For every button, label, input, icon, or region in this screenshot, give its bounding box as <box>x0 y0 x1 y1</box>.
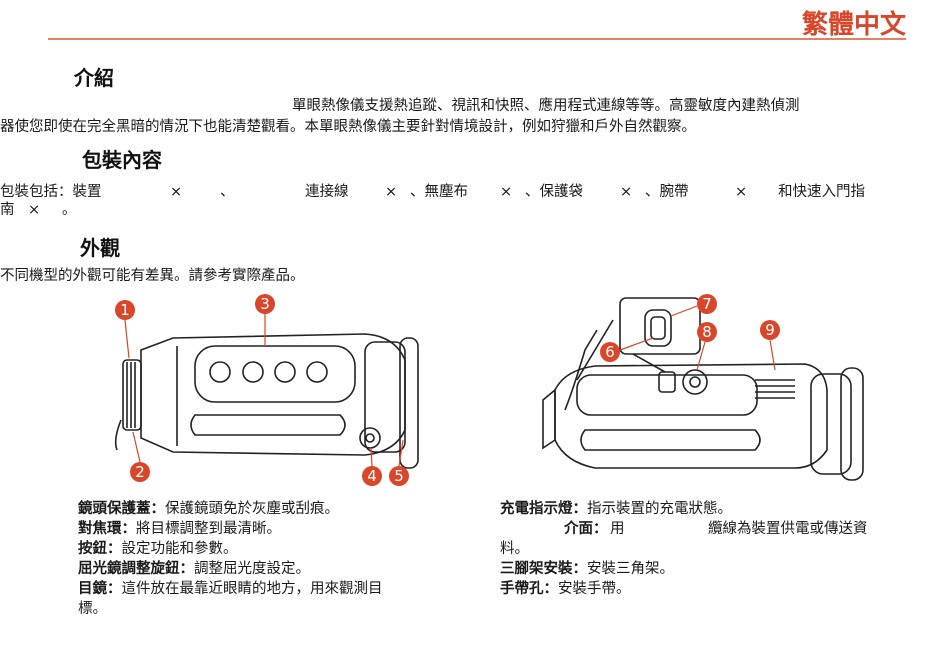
callout-markers-right: 6 7 8 9 <box>600 294 780 362</box>
cable-times: × <box>385 184 398 200</box>
term-eyepiece: 目鏡： <box>78 581 122 597</box>
desc-charge-indicator: 指示裝置的充電狀態。 <box>587 501 732 517</box>
package-heading: 包裝內容 <box>82 148 162 172</box>
strap-times: × <box>735 184 748 200</box>
monocular-side-illustration: 1 2 3 4 5 <box>114 294 419 486</box>
appearance-note: 不同機型的外觀可能有差異。請參考實際產品。 <box>0 268 305 284</box>
desc-diopter-knob: 調整屈光度設定。 <box>194 561 310 577</box>
package-end: 。 <box>62 202 77 218</box>
caption-tripod-mount: 三腳架安裝：安裝三角架。 <box>500 559 920 579</box>
term-strap-hole: 手帶孔： <box>500 581 558 597</box>
desc-tripod-mount: 安裝三角架。 <box>587 561 674 577</box>
desc-lens-cap: 保護鏡頭免於灰塵或刮痕。 <box>165 501 339 517</box>
callout-9: 9 <box>765 321 775 339</box>
caption-eyepiece-cont: 標。 <box>78 601 107 617</box>
intro-line-1: 單眼熱像儀支援熱追蹤、視訊和快照、應用程式連線等等。高靈敏度內建熱偵測 <box>292 98 800 114</box>
caption-interface: 介面：用 纜線為裝置供電或傳送資 <box>500 519 920 539</box>
package-line-2: 南 × 。 <box>0 200 300 220</box>
callout-3: 3 <box>260 295 270 313</box>
caption-lens-cap: 鏡頭保護蓋：保護鏡頭免於灰塵或刮痕。 <box>78 499 468 519</box>
term-diopter-knob: 屈光鏡調整旋鈕： <box>78 561 194 577</box>
strap-item: 、腕帶 <box>645 184 689 200</box>
caption-buttons: 按鈕：設定功能和參數。 <box>78 539 468 559</box>
callout-5: 5 <box>394 467 404 485</box>
bag-item: 、保護袋 <box>525 184 583 200</box>
package-prefix: 包裝包括：裝置 <box>0 184 102 200</box>
separator: 、 <box>220 184 235 200</box>
intro-heading: 介紹 <box>74 66 114 90</box>
term-focus-ring: 對焦環： <box>78 521 136 537</box>
monocular-top-illustration: 6 7 8 9 <box>542 294 864 481</box>
callout-8: 8 <box>702 323 712 341</box>
right-captions: 充電指示燈：指示裝置的充電狀態。 介面：用 纜線為裝置供電或傳送資 料。 三腳架安… <box>500 499 920 599</box>
callout-2: 2 <box>135 463 145 481</box>
desc-interface-cable: 纜線為裝置供電或傳送資 <box>708 521 868 537</box>
term-buttons: 按鈕： <box>78 541 122 557</box>
desc-eyepiece: 這件放在最靠近眼睛的地方，用來觀測目 <box>121 581 383 597</box>
guide-item-end: 南 <box>0 202 15 218</box>
language-label: 繁體中文 <box>801 10 906 40</box>
callout-4: 4 <box>367 467 377 485</box>
term-tripod-mount: 三腳架安裝： <box>500 561 587 577</box>
callout-7: 7 <box>702 295 712 313</box>
desc-interface: 用 <box>610 521 625 537</box>
cloth-item: 、無塵布 <box>410 184 468 200</box>
cloth-times: × <box>500 184 513 200</box>
appearance-heading: 外觀 <box>80 236 120 260</box>
guide-times: × <box>28 202 41 218</box>
callout-1: 1 <box>120 301 130 319</box>
device-times: × <box>170 184 183 200</box>
bag-times: × <box>620 184 633 200</box>
term-charge-indicator: 充電指示燈： <box>500 501 587 517</box>
term-interface: 介面： <box>564 521 608 537</box>
cable-item: 連接線 <box>305 184 349 200</box>
callout-6: 6 <box>605 343 615 361</box>
callout-markers-left: 1 2 3 4 5 <box>115 294 409 486</box>
desc-buttons: 設定功能和參數。 <box>121 541 238 557</box>
caption-focus-ring: 對焦環：將目標調整到最清晰。 <box>78 519 468 539</box>
caption-interface-cont: 料。 <box>500 541 529 557</box>
caption-diopter-knob: 屈光鏡調整旋鈕：調整屈光度設定。 <box>78 559 468 579</box>
header-rule <box>48 38 906 40</box>
guide-item: 和快速入門指 <box>778 184 865 200</box>
term-lens-cap: 鏡頭保護蓋： <box>78 501 165 517</box>
desc-focus-ring: 將目標調整到最清晰。 <box>136 521 281 537</box>
caption-eyepiece: 目鏡：這件放在最靠近眼睛的地方，用來觀測目 <box>78 579 468 599</box>
package-line-1: 包裝包括：裝置 × 、 連接線 × 、無塵布 × 、保護袋 × 、腕帶 × 和快… <box>0 182 950 202</box>
caption-strap-hole: 手帶孔：安裝手帶。 <box>500 579 920 599</box>
intro-line-2: 器使您即使在完全黑暗的情況下也能清楚觀看。本單眼熱像儀主要針對情境設計，例如狩獵… <box>0 119 696 135</box>
left-captions: 鏡頭保護蓋：保護鏡頭免於灰塵或刮痕。 對焦環：將目標調整到最清晰。 按鈕：設定功… <box>78 499 468 619</box>
desc-strap-hole: 安裝手帶。 <box>558 581 631 597</box>
caption-charge-indicator: 充電指示燈：指示裝置的充電狀態。 <box>500 499 920 519</box>
